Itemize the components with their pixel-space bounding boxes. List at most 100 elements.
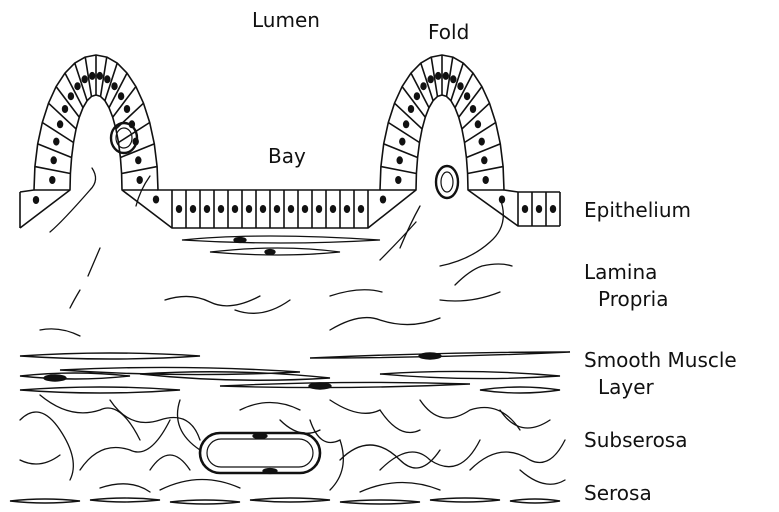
loose-connective-fiber: [330, 318, 440, 330]
cell-nucleus: [403, 120, 409, 128]
collagen-fiber: [100, 484, 150, 492]
cell-nucleus: [479, 138, 485, 146]
cell-nucleus: [218, 205, 224, 213]
cell-nucleus: [435, 72, 441, 80]
cell-nucleus: [176, 205, 182, 213]
loose-connective-fiber: [400, 206, 420, 248]
loose-connective-fiber: [235, 300, 290, 313]
cell-wall: [122, 167, 157, 174]
cell-nucleus: [358, 205, 364, 213]
cell-wall: [466, 144, 500, 158]
collagen-fiber: [310, 420, 343, 490]
loose-connective-fiber: [455, 264, 512, 285]
mesothelial-cell: [430, 498, 500, 502]
collagen-fiber: [20, 412, 73, 480]
loose-connective-fiber: [88, 248, 100, 276]
smooth-muscle-cell: [480, 387, 560, 393]
smooth-muscle-cell: [20, 353, 200, 359]
cell-nucleus: [232, 205, 238, 213]
cell-nucleus: [274, 205, 280, 213]
label-lamina-propria-line1: Lamina: [584, 262, 657, 283]
muscle-cell-nucleus: [44, 375, 66, 381]
cell-nucleus: [450, 75, 456, 83]
cell-nucleus: [135, 156, 141, 164]
cell-nucleus: [33, 196, 39, 204]
cell-nucleus: [330, 205, 336, 213]
cell-nucleus: [53, 138, 59, 146]
cell-nucleus: [118, 92, 124, 100]
cell-wall: [120, 144, 154, 158]
mesothelial-cell: [170, 500, 240, 504]
cell-wall: [38, 144, 72, 158]
cell-nucleus: [97, 72, 103, 80]
cell-wall: [468, 167, 503, 174]
cell-wall: [35, 167, 70, 174]
lamina-propria-tissue: [40, 168, 512, 336]
loose-connective-fiber: [40, 329, 80, 336]
collagen-fiber: [150, 455, 190, 470]
fibroblast-nucleus: [234, 238, 246, 243]
collagen-fiber: [330, 400, 420, 433]
label-subserosa: Subserosa: [584, 430, 688, 451]
collagen-fiber: [470, 440, 565, 470]
cell-nucleus: [475, 120, 481, 128]
smooth-muscle-cell: [20, 373, 130, 379]
cell-nucleus: [74, 82, 80, 90]
collagen-fiber: [420, 400, 520, 430]
label-fold: Fold: [428, 22, 469, 43]
serosa-layer: [10, 498, 560, 504]
cell-nucleus: [104, 75, 110, 83]
cell-nucleus: [62, 105, 68, 113]
smooth-muscle-cell: [220, 382, 470, 387]
collagen-fiber: [178, 400, 201, 450]
cell-nucleus: [344, 205, 350, 213]
mesothelial-cell: [10, 499, 80, 503]
collagen-fiber: [520, 470, 565, 484]
cell-nucleus: [124, 105, 130, 113]
cell-nucleus: [380, 196, 386, 204]
endothelial-nucleus: [263, 469, 277, 474]
cell-nucleus: [260, 205, 266, 213]
fibroblast-spindle: [182, 236, 380, 243]
cell-nucleus: [443, 72, 449, 80]
collagen-fiber: [20, 455, 60, 464]
smooth-muscle-layer: [20, 352, 570, 393]
smooth-muscle-cell: [20, 387, 180, 393]
cell-wall: [381, 167, 416, 174]
label-lamina-propria-line2: Propria: [598, 289, 668, 310]
cell-nucleus: [395, 176, 401, 184]
label-bay: Bay: [268, 146, 306, 167]
cell-nucleus: [288, 205, 294, 213]
cell-nucleus: [483, 176, 489, 184]
smooth-muscle-cell: [140, 372, 330, 381]
endothelial-nucleus: [253, 434, 267, 439]
cell-nucleus: [204, 205, 210, 213]
label-smooth-muscle-line2: Layer: [598, 377, 654, 398]
loose-connective-fiber: [380, 222, 416, 260]
muscle-cell-nucleus: [419, 353, 441, 359]
epithelium-cell-layer: [20, 55, 560, 228]
label-serosa: Serosa: [584, 483, 652, 504]
label-smooth-muscle-line1: Smooth Muscle: [584, 350, 737, 371]
cell-nucleus: [481, 156, 487, 164]
cell-nucleus: [522, 205, 528, 213]
cell-nucleus: [397, 156, 403, 164]
collagen-fiber: [360, 482, 440, 492]
cell-nucleus: [190, 205, 196, 213]
mesothelial-cell: [250, 498, 330, 502]
mesothelial-cell: [90, 498, 160, 502]
cell-nucleus: [49, 176, 55, 184]
collagen-fiber: [240, 403, 300, 411]
collagen-fiber: [500, 410, 550, 428]
cell-nucleus: [68, 92, 74, 100]
loose-connective-fiber: [440, 292, 500, 301]
cell-nucleus: [246, 205, 252, 213]
collagen-fiber: [280, 420, 320, 433]
cell-nucleus: [137, 176, 143, 184]
blood-vessel-lumen: [207, 439, 313, 467]
cell-nucleus: [51, 156, 57, 164]
cell-nucleus: [153, 196, 159, 204]
label-lumen: Lumen: [252, 10, 320, 31]
capillary-right-fold-lumen: [441, 172, 453, 192]
collagen-fiber: [160, 479, 240, 490]
